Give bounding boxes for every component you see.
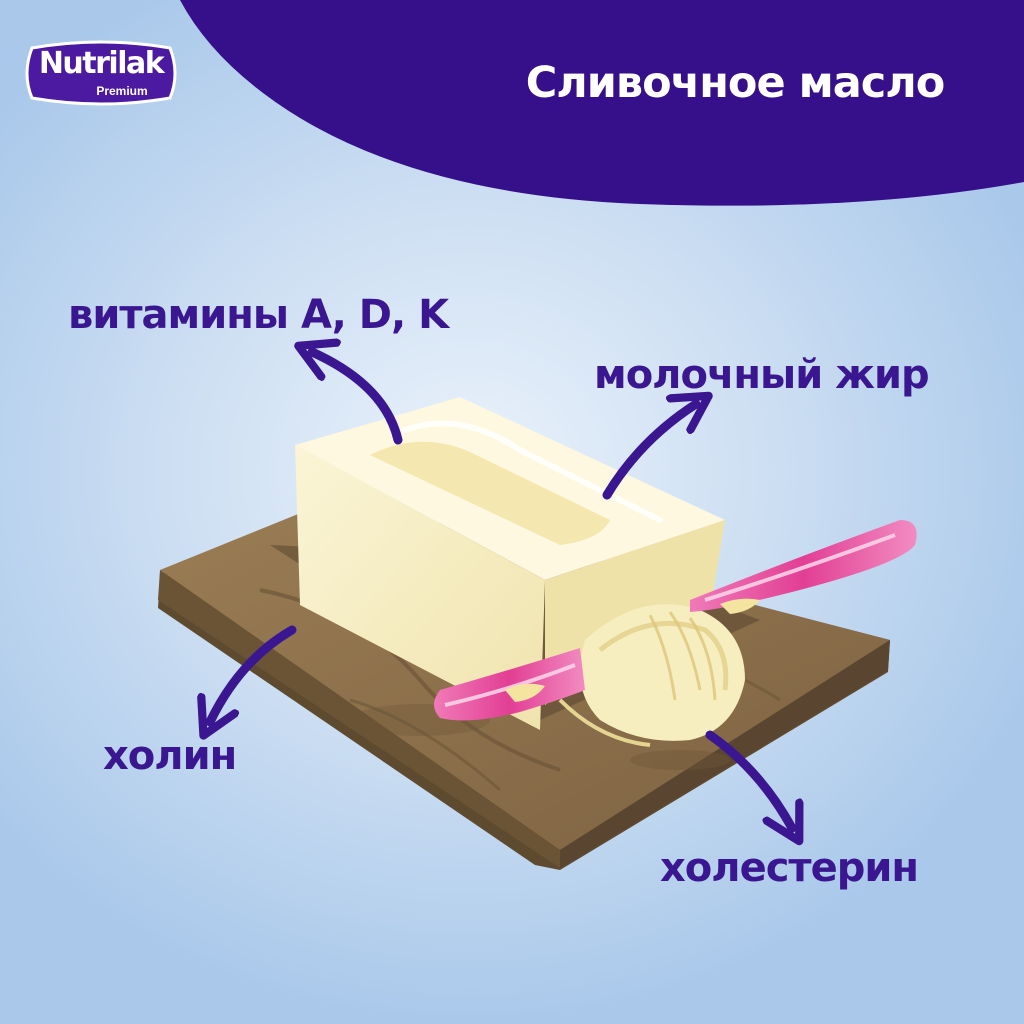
arrow-cholesterol	[705, 730, 792, 828]
arrow-vitamins	[312, 352, 403, 445]
brand-name: Nutrilak	[38, 46, 165, 81]
label-cholesterol: холестерин	[660, 845, 919, 891]
brand-sub: Premium	[96, 84, 148, 98]
label-vitamins: витамины A, D, K	[68, 292, 449, 338]
arrow-milk-fat	[602, 404, 696, 500]
brand-logo: Nutrilak Premium	[22, 40, 180, 108]
label-milk-fat: молочный жир	[594, 352, 930, 398]
label-choline: холин	[103, 733, 237, 779]
butter-block	[295, 397, 745, 747]
page-title: Сливочное масло	[525, 58, 946, 108]
knife	[434, 520, 917, 721]
arrow-choline	[210, 625, 297, 722]
header-banner	[180, 0, 1024, 206]
